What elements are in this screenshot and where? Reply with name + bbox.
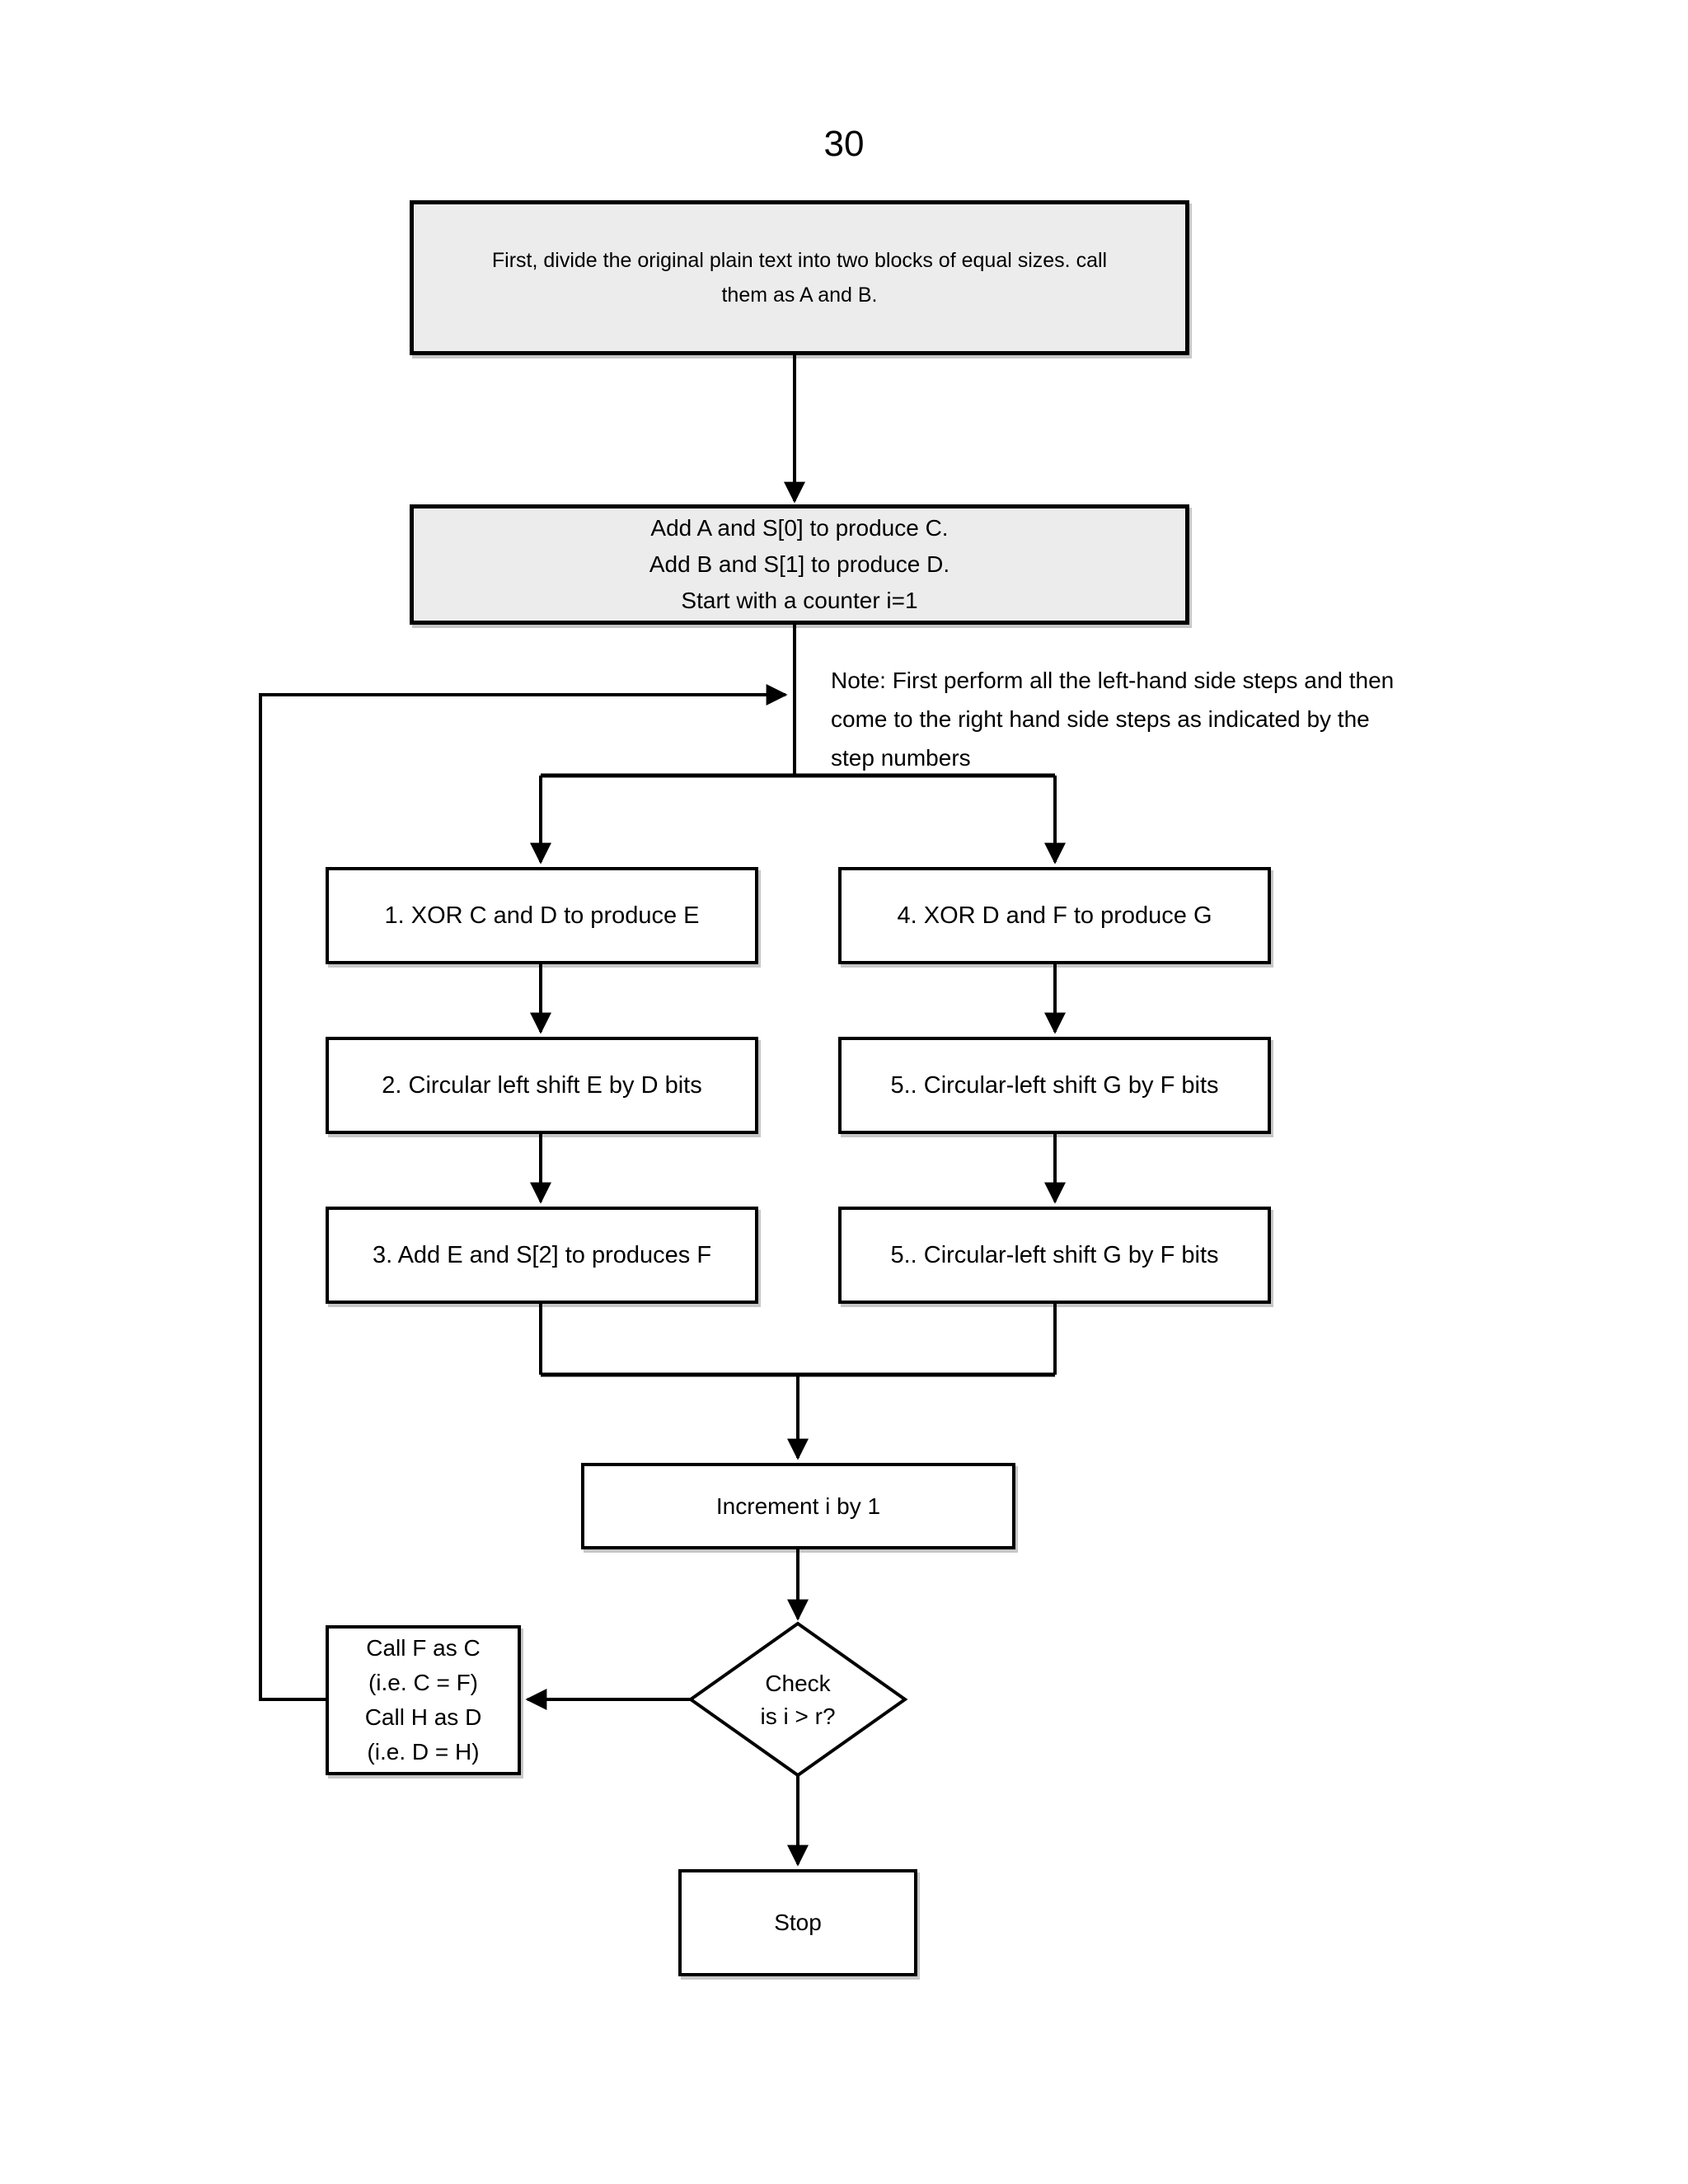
right-step-2-label: 5.. Circular-left shift G by F bits [890,1072,1219,1099]
note-text: Note: First perform all the left-hand si… [831,661,1394,777]
left-step-box-2: 2. Circular left shift E by D bits [326,1037,758,1134]
decision-diamond: Check is i > r? [715,1663,880,1737]
stop-box-label: Stop [774,1910,822,1935]
init-box-line-2: Add B and S[1] to produce D. [649,551,950,577]
decision-diamond-shape [687,1621,908,1778]
increment-box-label: Increment i by 1 [715,1493,881,1519]
left-step-box-1: 1. XOR C and D to produce E [326,867,758,964]
left-step-2-label: 2. Circular left shift E by D bits [382,1072,702,1099]
loop-feedback-line [259,684,788,1701]
init-box-line-3: Start with a counter i=1 [681,588,918,613]
right-step-box-3: 5.. Circular-left shift G by F bits [838,1207,1271,1304]
start-box-line-2: them as A and B. [721,284,878,307]
reassign-box: Call F as C (i.e. C = F) Call H as D (i.… [326,1625,521,1775]
decision-line-1: Check [765,1671,831,1696]
note-line-3: step numbers [831,745,971,771]
increment-box: Increment i by 1 [581,1463,1015,1549]
left-step-box-3: 3. Add E and S[2] to produces F [326,1207,758,1304]
reassign-line-3: Call H as D [364,1704,482,1730]
reassign-line-4: (i.e. D = H) [367,1739,480,1765]
note-line-1: Note: First perform all the left-hand si… [831,668,1395,693]
right-step-1-label: 4. XOR D and F to produce G [897,902,1212,929]
note-line-2: come to the right hand side steps as ind… [831,706,1370,732]
right-step-box-1: 4. XOR D and F to produce G [838,867,1271,964]
reassign-line-2: (i.e. C = F) [368,1670,478,1695]
left-step-3-label: 3. Add E and S[2] to produces F [372,1242,712,1268]
page-number: 30 [823,124,865,164]
init-box-line-1: Add A and S[0] to produce C. [650,515,949,541]
init-box: Add A and S[0] to produce C. Add B and S… [410,504,1189,625]
right-step-3-label: 5.. Circular-left shift G by F bits [890,1242,1219,1268]
reassign-line-1: Call F as C [366,1635,481,1661]
left-step-1-label: 1. XOR C and D to produce E [384,902,700,929]
start-box-line-1: First, divide the original plain text in… [491,249,1108,272]
right-step-box-2: 5.. Circular-left shift G by F bits [838,1037,1271,1134]
decision-line-2: is i > r? [760,1704,836,1729]
start-box: First, divide the original plain text in… [410,200,1189,355]
stop-box: Stop [678,1869,917,1976]
